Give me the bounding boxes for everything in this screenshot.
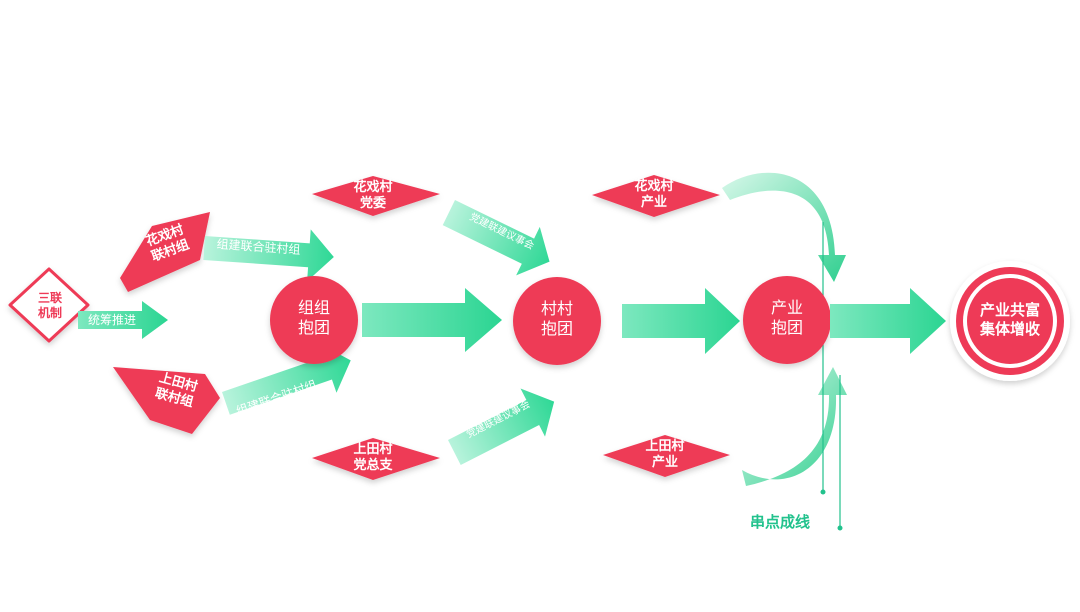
curve-arrow-bottom [742, 367, 847, 486]
industry-top-shape [592, 175, 720, 217]
group-top-ribbon [120, 212, 210, 292]
push-label: 统筹推进 [87, 313, 136, 327]
final-circle [950, 261, 1070, 381]
group-bottom-ribbon [113, 367, 220, 434]
push-arrow [78, 301, 168, 339]
council-arrow-bottom [448, 388, 555, 465]
committee-top-shape [312, 176, 440, 216]
arrow-top [203, 229, 334, 282]
industry-bottom-shape [603, 435, 730, 477]
council-arrow-top [442, 200, 550, 276]
string-dot-2 [837, 525, 843, 531]
string-dot [820, 489, 826, 495]
arrow-c-final [830, 288, 946, 354]
curve-arrow-top [722, 172, 846, 282]
circle-c-shape [743, 276, 831, 364]
circle-a-shape [270, 276, 358, 364]
circle-b-shape [513, 277, 601, 365]
string-label: 串点成线 [750, 513, 811, 531]
arrow-a-b [362, 288, 502, 352]
mechanism-diamond [8, 267, 90, 343]
arrow-b-c [622, 288, 740, 354]
committee-bottom-shape [312, 438, 440, 480]
